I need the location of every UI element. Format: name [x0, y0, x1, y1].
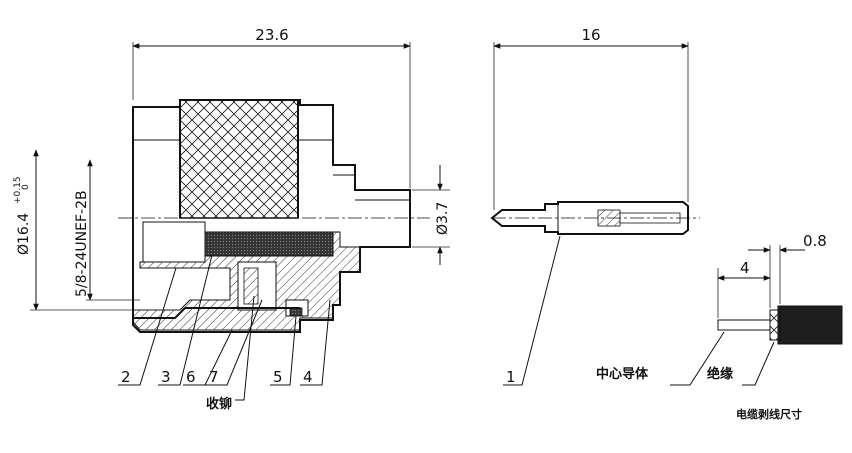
- cable-strip-title: 电缆剥线尺寸: [736, 407, 802, 421]
- center-pin: [490, 201, 700, 235]
- pin-length-label: 16: [581, 26, 600, 44]
- cable-strip-detail: [717, 245, 843, 345]
- tolerance-upper: +0.15: [13, 176, 23, 204]
- strip-length-label: 4: [740, 259, 750, 277]
- insulation-leader: [742, 341, 775, 386]
- strip-gap-label: 0.8: [803, 232, 827, 250]
- callout-line-1: [503, 235, 561, 386]
- callout-4: 4: [303, 368, 313, 386]
- callout-lines: [118, 254, 331, 401]
- tolerance-lower: 0: [21, 184, 31, 190]
- pin-diameter-label: Ø3.7: [435, 202, 451, 235]
- crimp-label: 收铆: [206, 396, 232, 412]
- callout-7: 7: [209, 368, 219, 386]
- dimension-pin-diameter: Ø3.7: [412, 165, 451, 265]
- dimension-overall-length: 23.6: [132, 26, 411, 188]
- dimension-pin-length: 16: [493, 26, 689, 210]
- thread-label: 5/8-24UNEF-2B: [74, 190, 90, 297]
- callout-1: 1: [506, 368, 516, 386]
- insulation-label: 绝缘: [707, 366, 733, 382]
- callout-2: 2: [121, 368, 131, 386]
- dimension-body-diameter: Ø16.4 +0.15 0: [13, 149, 180, 311]
- overall-length-label: 23.6: [255, 26, 288, 44]
- center-conductor-leader: [670, 331, 725, 386]
- body-diameter-label: Ø16.4: [16, 213, 32, 255]
- callout-6: 6: [186, 368, 196, 386]
- callout-3: 3: [161, 368, 171, 386]
- connector-body: [118, 99, 430, 333]
- dimension-thread: 5/8-24UNEF-2B: [74, 159, 140, 301]
- callout-5: 5: [273, 368, 283, 386]
- center-conductor-label: 中心导体: [596, 366, 649, 382]
